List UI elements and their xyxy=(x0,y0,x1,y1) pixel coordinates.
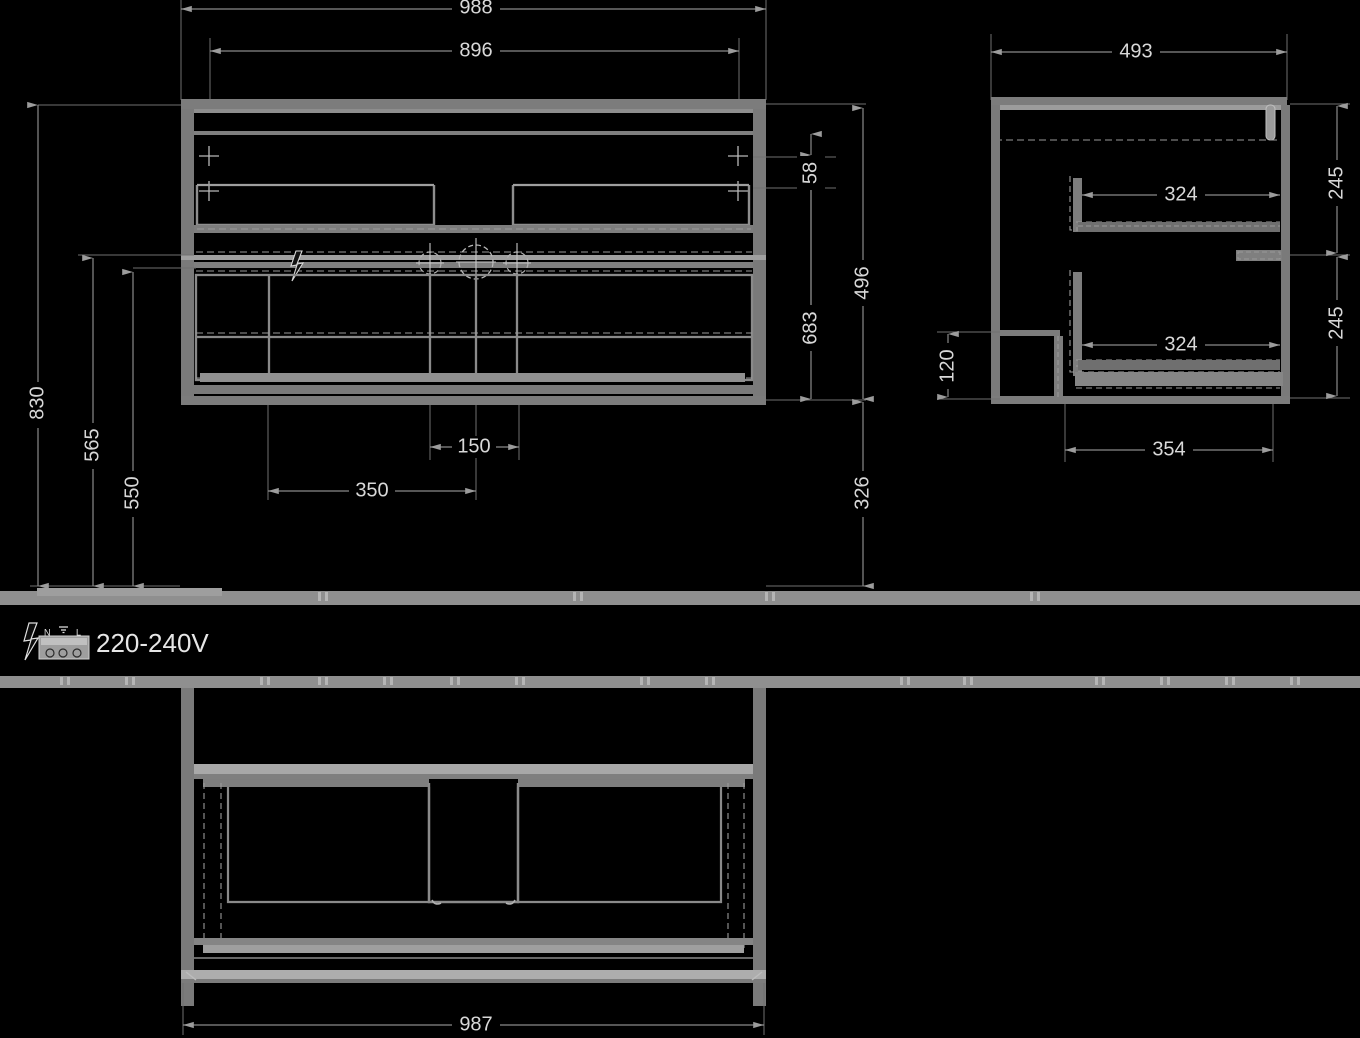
dim-354-label: 354 xyxy=(1152,438,1185,460)
dim-565-label: 565 xyxy=(81,428,103,461)
power-annotation: N L 220-240V xyxy=(23,622,209,661)
dim-326: 326 xyxy=(849,398,877,590)
side-lower-drawer: 324 xyxy=(1069,270,1283,389)
terminal-block-icon: N L xyxy=(38,626,90,660)
lightning-bolt-icon xyxy=(23,622,40,661)
plan-view: 987 xyxy=(181,688,766,1037)
voltage-label: 220-240V xyxy=(96,628,209,658)
side-left-plinth xyxy=(1000,330,1063,400)
plan-back-slab xyxy=(194,764,753,779)
dim-987: 987 xyxy=(182,983,765,1037)
dim-830-label: 830 xyxy=(26,386,48,419)
dim-150-label: 150 xyxy=(457,435,490,457)
dim-493-label: 493 xyxy=(1119,40,1152,62)
separator-band-upper xyxy=(0,588,1360,605)
separator-band-lower xyxy=(0,676,1360,688)
dim-350-label: 350 xyxy=(355,479,388,501)
plan-center-cutout xyxy=(427,783,520,905)
dim-683-label: 683 xyxy=(799,311,821,344)
terminal-label-l: L xyxy=(76,627,81,637)
terminal-label-n: N xyxy=(44,627,51,637)
dim-350: 350 xyxy=(268,479,476,502)
dim-550: 550 xyxy=(119,268,147,590)
lightning-bolt-icon xyxy=(290,250,305,282)
dim-896-label: 896 xyxy=(459,39,492,61)
dim-120: 120 xyxy=(934,330,1000,401)
dim-550-label: 550 xyxy=(121,476,143,509)
side-extension-lines-top xyxy=(990,34,1288,100)
dim-58-label: 58 xyxy=(799,162,821,184)
side-upper-drawer: 324 xyxy=(1069,176,1280,232)
front-hidden-deck xyxy=(196,251,752,272)
dim-493: 493 xyxy=(991,40,1287,64)
plan-outer-frame xyxy=(181,688,766,1006)
dim-354: 354 xyxy=(1064,404,1274,462)
dim-496: 496 xyxy=(849,104,877,403)
front-faucet-deck xyxy=(181,255,766,268)
dim-683: 683 xyxy=(797,190,825,403)
dim-120-label: 120 xyxy=(936,349,958,382)
dim-896: 896 xyxy=(210,39,739,63)
front-view: 988 896 xyxy=(24,0,877,590)
dim-245-lower-label: 245 xyxy=(1325,306,1347,339)
dim-987-label: 987 xyxy=(459,1013,492,1035)
dim-326-label: 326 xyxy=(851,476,873,509)
front-bottom-plinth xyxy=(194,373,753,394)
ground-icon xyxy=(59,626,68,634)
dim-830: 830 xyxy=(24,101,52,590)
dim-565: 565 xyxy=(79,254,107,590)
dim-988-label: 988 xyxy=(459,0,492,18)
front-top-drawer-band xyxy=(194,109,753,135)
dim-496-label: 496 xyxy=(851,266,873,299)
dim-150: 150 xyxy=(430,435,519,458)
side-mid-rail xyxy=(1236,250,1282,261)
dim-245-lower: 245 xyxy=(1323,253,1351,400)
plan-lower-rails xyxy=(181,938,766,983)
dim-324-lower-label: 324 xyxy=(1164,333,1197,355)
dim-988: 988 xyxy=(181,0,766,21)
dim-245-upper-label: 245 xyxy=(1325,166,1347,199)
plan-corner-marks xyxy=(185,971,763,981)
dim-324-upper-label: 324 xyxy=(1164,183,1197,205)
side-view: 493 xyxy=(934,34,1351,462)
dim-245-upper: 245 xyxy=(1323,102,1351,257)
side-body xyxy=(991,105,1290,404)
